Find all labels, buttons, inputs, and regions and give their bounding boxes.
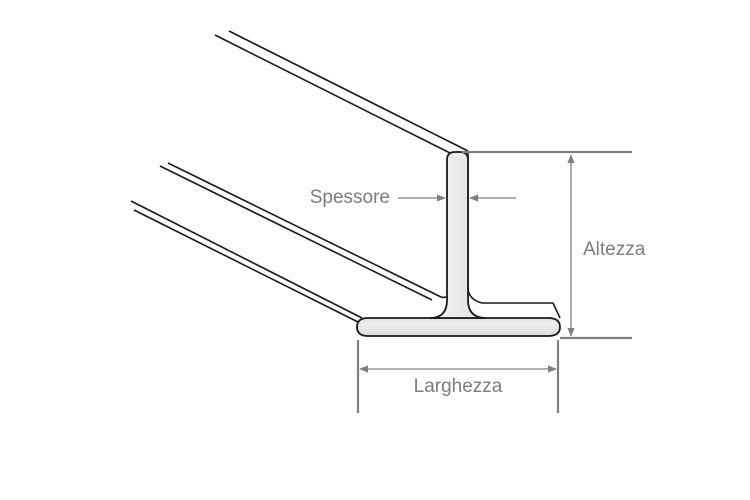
flange-back-fillet-right [467, 289, 553, 304]
extrusion-line-web-top-a [214, 34, 451, 154]
t-profile-body [356, 151, 561, 337]
dimension-width: Larghezza [356, 340, 560, 413]
extrusion-line-flange-upper-b [167, 162, 442, 298]
thickness-label: Spessore [310, 187, 390, 208]
extrusion-lines-web [214, 30, 469, 154]
profile-flange [356, 317, 561, 337]
extrusion-line-flange-upper-a [159, 165, 433, 301]
width-label: Larghezza [414, 376, 503, 397]
extrusion-line-web-top-b [228, 30, 469, 152]
profile-web [429, 151, 487, 319]
height-label: Altezza [583, 239, 646, 260]
flange-back-right-corner [552, 302, 561, 319]
extrusion-lines-flange [130, 162, 442, 327]
extrusion-line-flange-lower-a [130, 200, 363, 319]
dimension-height: Altezza [462, 150, 646, 340]
extrusion-line-flange-lower-b [133, 209, 367, 327]
dimension-thickness: Spessore [310, 187, 516, 208]
